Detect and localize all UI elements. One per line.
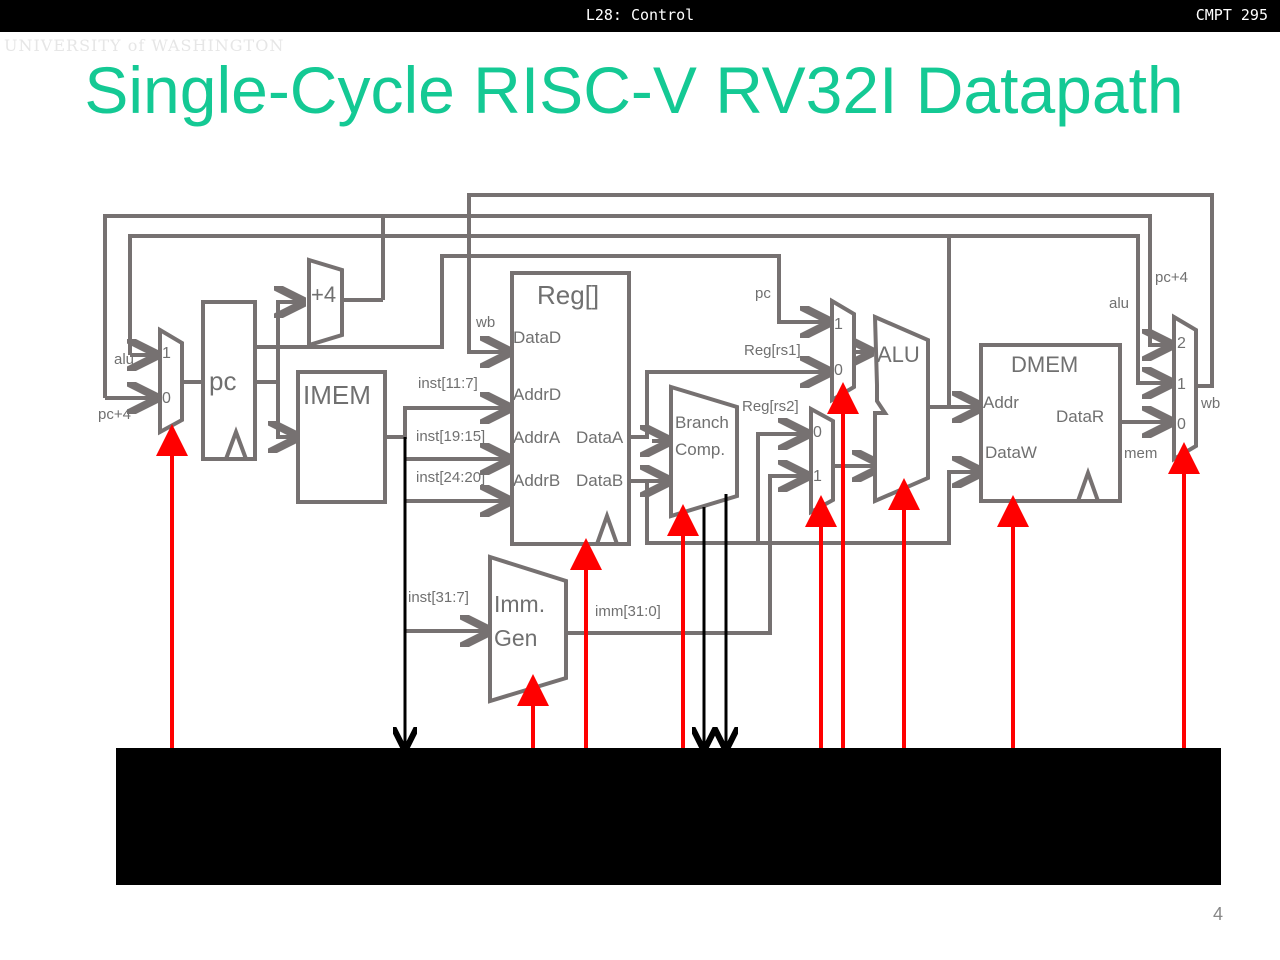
top-bar: L28: Control CMPT 295 [0, 0, 1280, 32]
port-datar: DataR [1056, 407, 1104, 426]
branch-label-1: Branch [675, 413, 729, 432]
pc-register [201, 300, 257, 461]
mux-input: 0 [1177, 416, 1186, 433]
label-inst-11-7: inst[11:7] [418, 375, 478, 392]
imm-label-2: Gen [494, 625, 537, 651]
control-signals [156, 382, 1200, 750]
port-datab: DataB [576, 471, 623, 490]
label-imm: imm[31:0] [595, 603, 661, 620]
port-addr: Addr [983, 393, 1019, 412]
label-inst-19-15: inst[19:15] [416, 428, 485, 445]
blocks [158, 257, 1198, 704]
branch-label-2: Comp. [675, 440, 725, 459]
label-reg-rs2: Reg[rs2] [742, 398, 799, 415]
clock-icon [224, 426, 248, 460]
imem-label: IMEM [303, 380, 371, 410]
mux-input: 0 [162, 390, 171, 407]
label-mem: mem [1124, 445, 1157, 462]
port-labels: DataD AddrD AddrA AddrB DataA DataB Addr… [513, 328, 1104, 490]
plus4-adder [307, 257, 344, 348]
reg-label: Reg[] [537, 280, 599, 310]
reg-file-block [510, 271, 631, 546]
label-alu-right: alu [1109, 295, 1129, 312]
dmem-label: DMEM [1011, 352, 1078, 377]
course-code: CMPT 295 [1195, 6, 1268, 24]
slide-title: Single-Cycle RISC-V RV32I Datapath [84, 53, 1184, 127]
port-addrd: AddrD [513, 385, 561, 404]
signal-labels: alu pc+4 wb inst[11:7] inst[19:15] inst[… [98, 269, 1220, 620]
control-logic-block [116, 748, 1221, 885]
port-addra: AddrA [513, 428, 561, 447]
alu-block [872, 313, 930, 505]
instruction-wires [405, 437, 726, 745]
university-logo: UNIVERSITY of WASHINGTON [4, 36, 285, 55]
mux-input-labels: 1 0 1 0 0 1 2 1 0 [162, 316, 1186, 485]
mux-input: 1 [813, 468, 822, 485]
imm-gen-block [488, 554, 568, 704]
mux-input: 0 [813, 424, 822, 441]
label-wb: wb [475, 314, 495, 331]
port-addrb: AddrB [513, 471, 560, 490]
pc-label: pc [209, 366, 236, 396]
mux-input: 1 [1177, 376, 1186, 393]
label-inst-31-7: inst[31:7] [408, 589, 469, 606]
label-wb-right: wb [1200, 395, 1220, 412]
block-labels: pc +4 IMEM Reg[] Branch Comp. ALU DMEM I… [209, 280, 1078, 651]
mux-input: 0 [834, 362, 843, 379]
port-datad: DataD [513, 328, 561, 347]
label-inst-24-20: inst[24:20] [416, 469, 485, 486]
lecture-title: L28: Control [585, 6, 695, 24]
label-alu-left: alu [114, 351, 134, 368]
port-dataw: DataW [985, 443, 1037, 462]
mux-input: 2 [1177, 335, 1186, 352]
imm-label-1: Imm. [494, 591, 545, 617]
plus4-label: +4 [311, 282, 336, 307]
clock-icon [595, 510, 619, 545]
clock-icon [1076, 467, 1100, 502]
imem-block [296, 370, 387, 504]
alu-label: ALU [877, 342, 920, 367]
branch-comp-block [669, 384, 739, 519]
port-dataa: DataA [576, 428, 624, 447]
pc-mux [158, 326, 184, 436]
label-pc4-right: pc+4 [1155, 269, 1188, 286]
dmem-block [979, 343, 1122, 503]
label-reg-rs1: Reg[rs1] [744, 342, 801, 359]
wires [103, 193, 1214, 633]
page-number: 4 [1213, 904, 1224, 924]
mux-input: 1 [162, 345, 171, 362]
label-pc4-left: pc+4 [98, 406, 131, 423]
label-pc: pc [755, 285, 771, 302]
mux-input: 1 [834, 316, 843, 333]
